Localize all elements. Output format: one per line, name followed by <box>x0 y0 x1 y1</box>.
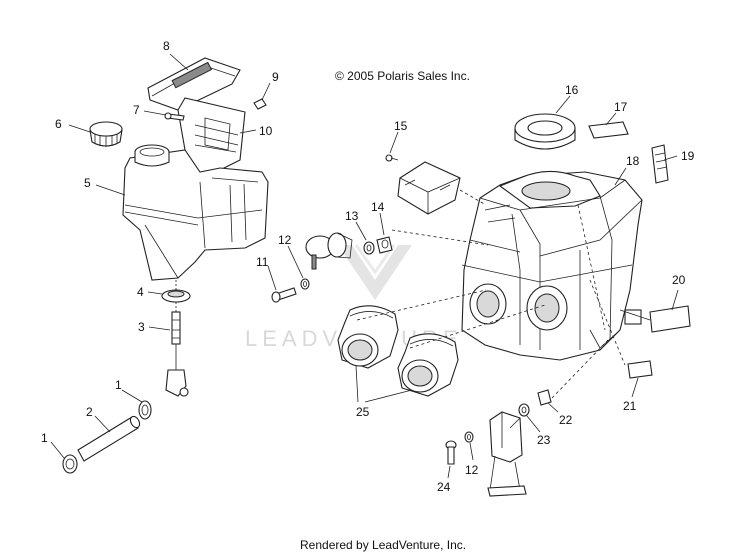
callout-6: 6 <box>55 117 62 131</box>
label-20-part <box>649 305 691 333</box>
callout-5: 5 <box>84 176 91 190</box>
washer-23-part <box>518 403 530 417</box>
hose-clamp-upper-part <box>138 400 152 420</box>
tank-cover-part <box>147 57 241 111</box>
filler-neck-part <box>134 144 170 167</box>
callout-8: 8 <box>163 39 170 53</box>
callout-2: 2 <box>86 405 93 419</box>
washer-12b-part <box>464 431 474 443</box>
callout-20: 20 <box>672 273 686 287</box>
nut-22-part <box>537 389 552 406</box>
spacer-part <box>376 236 393 254</box>
callout-23: 23 <box>537 433 551 447</box>
callout-12a: 12 <box>278 233 292 247</box>
check-valve-part <box>305 232 353 270</box>
bolt-part <box>271 287 297 303</box>
callout-3: 3 <box>138 320 145 334</box>
screw-part <box>164 112 185 121</box>
callout-11: 11 <box>256 255 269 269</box>
callout-24: 24 <box>437 480 451 494</box>
callout-12b: 12 <box>465 463 479 477</box>
callout-17: 17 <box>614 100 628 114</box>
callout-9: 9 <box>272 70 279 84</box>
leader-lines <box>50 53 679 479</box>
callout-4: 4 <box>137 285 144 299</box>
callout-18: 18 <box>626 154 640 168</box>
tank-box-part <box>177 97 246 181</box>
tank-cap-part <box>89 121 123 147</box>
callout-14: 14 <box>371 200 385 214</box>
fitting-part <box>165 311 189 397</box>
small-screw-part <box>385 154 399 162</box>
hose-clamp-lower-part <box>62 454 78 474</box>
footer-credit: Rendered by LeadVenture, Inc. <box>300 538 466 552</box>
grommet-part <box>161 289 191 303</box>
hose-part <box>77 415 141 462</box>
washer-part <box>363 241 375 255</box>
callout-13: 13 <box>345 209 359 223</box>
label-17-part <box>588 121 629 139</box>
callout-16: 16 <box>565 83 579 97</box>
intake-boot-upper-part <box>337 305 399 369</box>
nut-part <box>253 98 267 110</box>
callout-7: 7 <box>133 103 140 117</box>
callout-1a: 1 <box>115 378 122 392</box>
label-21-part <box>627 360 653 379</box>
mount-bracket-part <box>487 411 527 497</box>
callout-15: 15 <box>394 119 408 133</box>
callout-labels: 8 9 7 6 10 5 4 3 1 2 1 11 12 13 14 15 16… <box>41 39 695 494</box>
relay-module-part <box>397 161 461 215</box>
callout-21: 21 <box>623 399 637 413</box>
bolt-24-part <box>445 440 457 465</box>
intake-boot-lower-part <box>397 333 459 397</box>
watermark-logo <box>338 244 412 300</box>
washer-small-part <box>300 278 310 290</box>
oil-tank-part <box>122 149 269 281</box>
callout-25: 25 <box>356 405 370 419</box>
callout-10: 10 <box>259 124 273 138</box>
callout-19: 19 <box>681 149 695 163</box>
airbox-part <box>461 170 643 361</box>
callout-22: 22 <box>559 413 573 427</box>
copyright-text: © 2005 Polaris Sales Inc. <box>335 69 470 83</box>
latch-clip-part <box>651 144 669 184</box>
callout-1b: 1 <box>41 431 48 445</box>
filter-ring-part <box>514 113 576 150</box>
